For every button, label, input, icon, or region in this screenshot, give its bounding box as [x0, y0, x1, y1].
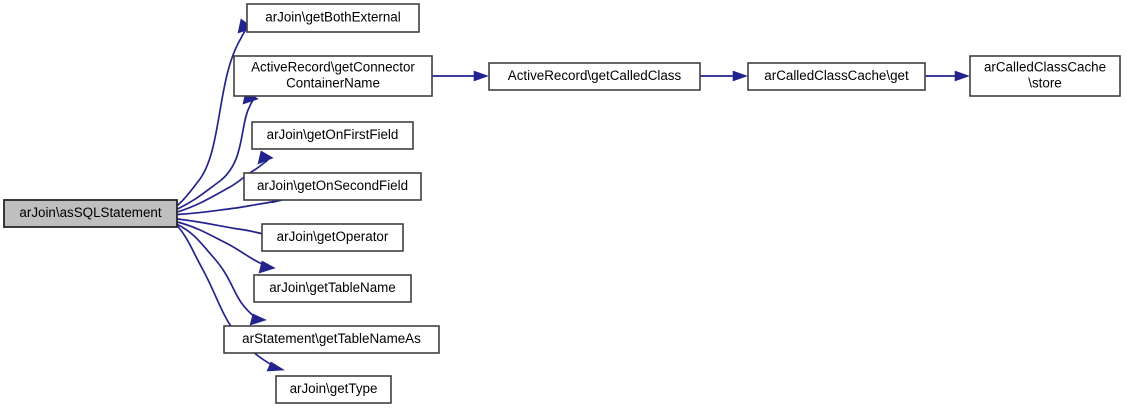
arrowhead-icon	[249, 313, 267, 326]
node-box[interactable]	[747, 62, 926, 91]
node-label: ActiveRecord\getConnector	[251, 60, 415, 75]
edge-root-to-getType	[176, 225, 285, 372]
node-label: arJoin\getOperator	[277, 229, 389, 244]
node-getOperator[interactable]: arJoin\getOperator	[261, 223, 404, 252]
edge-cacheGet-to-cacheStore	[925, 70, 970, 82]
edge-root-to-getTableNameAs	[177, 223, 267, 326]
edge-getConnectorContainerName-to-getCalledClass	[432, 70, 489, 82]
arrowhead-icon	[258, 260, 276, 274]
node-label: arJoin\asSQLStatement	[19, 205, 161, 220]
node-box[interactable]	[3, 199, 178, 228]
node-box[interactable]	[488, 62, 701, 91]
edge-line	[177, 221, 271, 269]
node-root[interactable]: arJoin\asSQLStatement	[3, 199, 178, 228]
node-getOnSecondField[interactable]: arJoin\getOnSecondField	[243, 172, 422, 201]
arrowhead-icon	[257, 150, 274, 165]
node-box[interactable]	[969, 55, 1121, 97]
node-getTableNameAs[interactable]: arStatement\getTableNameAs	[223, 325, 440, 354]
node-label: ContainerName	[286, 76, 380, 91]
node-getType[interactable]: arJoin\getType	[275, 375, 392, 404]
node-box[interactable]	[246, 3, 420, 33]
arrowhead-icon	[732, 70, 748, 82]
node-label: arJoin\getOnFirstField	[267, 127, 399, 142]
arrowhead-icon	[473, 70, 489, 82]
edge-getCalledClass-to-cacheGet	[700, 70, 748, 82]
node-cacheStore[interactable]: arCalledClassCache\store	[969, 55, 1121, 97]
node-box[interactable]	[233, 55, 433, 97]
node-box[interactable]	[275, 375, 392, 404]
edge-root-to-getTableName	[177, 221, 276, 274]
nodes-layer: arJoin\asSQLStatement arJoin\getBothExter…	[3, 3, 1121, 404]
node-getTableName[interactable]: arJoin\getTableName	[253, 274, 412, 303]
edge-line	[177, 99, 254, 210]
node-label: arJoin\getTableName	[269, 280, 396, 295]
arrowhead-icon	[266, 361, 285, 372]
node-box[interactable]	[251, 121, 414, 150]
node-label: arCalledClassCache\get	[764, 68, 909, 83]
node-label: arJoin\getOnSecondField	[257, 178, 408, 193]
edge-line	[177, 199, 283, 216]
node-getBothExternal[interactable]: arJoin\getBothExternal	[246, 3, 420, 33]
edge-line	[176, 225, 278, 369]
edge-root-to-getBothExternal	[176, 18, 254, 207]
edge-line	[177, 159, 269, 213]
node-label: arJoin\getBothExternal	[265, 10, 401, 25]
node-label: arJoin\getType	[290, 381, 378, 396]
node-box[interactable]	[223, 325, 440, 354]
arrowhead-icon	[954, 70, 970, 82]
node-label: arStatement\getTableNameAs	[242, 331, 421, 346]
edge-line	[176, 27, 248, 207]
node-label: ActiveRecord\getCalledClass	[508, 68, 682, 83]
node-getCalledClass[interactable]: ActiveRecord\getCalledClass	[488, 62, 701, 91]
node-getOnFirstField[interactable]: arJoin\getOnFirstField	[251, 121, 414, 150]
node-label: arCalledClassCache	[984, 60, 1106, 75]
node-cacheGet[interactable]: arCalledClassCache\get	[747, 62, 926, 91]
node-box[interactable]	[261, 223, 404, 252]
node-box[interactable]	[243, 172, 422, 201]
edge-root-to-getOnFirstField	[177, 150, 274, 213]
node-label: \store	[1028, 76, 1062, 91]
node-box[interactable]	[253, 274, 412, 303]
